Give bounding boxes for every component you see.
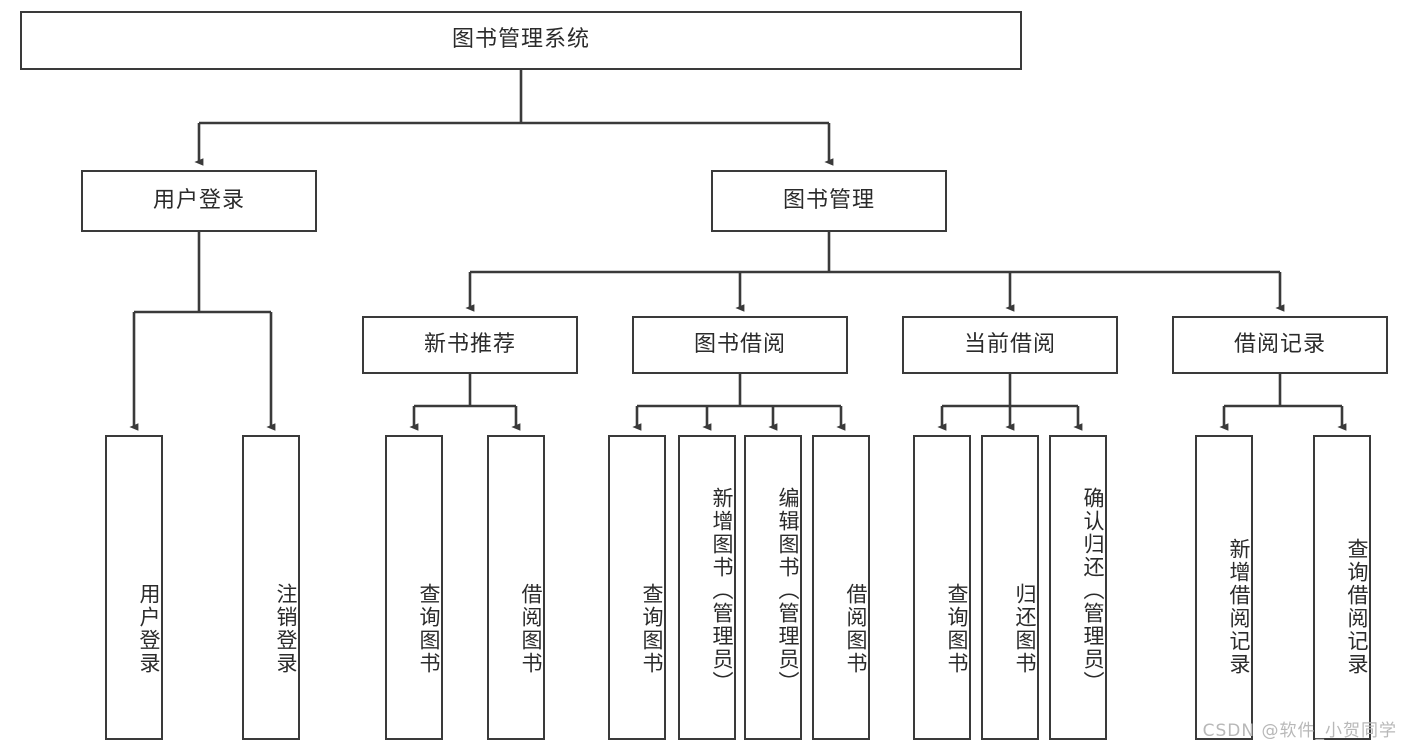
leaf-add-book-admin-label: 新增图书（管理员） [710,487,734,694]
leaf-edit-book-admin-label: 编辑图书（管理员） [776,487,800,694]
leaf-borrow-books-recommend-label: 借阅图书 [519,582,543,675]
leaf-borrow-books-label: 借阅图书 [844,582,868,675]
leaf-query-books-current[interactable]: 查询图书 [913,435,971,740]
leaf-user-login[interactable]: 用户登录 [105,435,163,740]
leaf-add-book-admin[interactable]: 新增图书（管理员） [678,435,736,740]
node-new-book-recommend[interactable]: 新书推荐 [362,316,578,374]
leaf-add-borrow-record-label: 新增借阅记录 [1227,537,1251,676]
leaf-return-books[interactable]: 归还图书 [981,435,1039,740]
leaf-logout[interactable]: 注销登录 [242,435,300,740]
leaf-edit-book-admin[interactable]: 编辑图书（管理员） [744,435,802,740]
leaf-confirm-return-admin-label: 确认归还（管理员） [1081,487,1105,694]
leaf-confirm-return-admin[interactable]: 确认归还（管理员） [1049,435,1107,740]
node-current-borrow-label: 当前借阅 [963,331,1056,357]
node-new-book-recommend-label: 新书推荐 [423,331,516,357]
node-book-borrow[interactable]: 图书借阅 [632,316,848,374]
leaf-query-borrow-record[interactable]: 查询借阅记录 [1313,435,1371,740]
leaf-logout-label: 注销登录 [274,582,298,675]
node-borrow-records-label: 借阅记录 [1233,331,1326,357]
node-book-management-label: 图书管理 [782,187,875,213]
leaf-add-borrow-record[interactable]: 新增借阅记录 [1195,435,1253,740]
leaf-query-borrow-record-label: 查询借阅记录 [1345,537,1369,676]
node-borrow-records[interactable]: 借阅记录 [1172,316,1388,374]
leaf-query-books-recommend[interactable]: 查询图书 [385,435,443,740]
leaf-user-login-label: 用户登录 [137,582,161,675]
leaf-borrow-books[interactable]: 借阅图书 [812,435,870,740]
watermark: CSDN @软件_小贺同学 [1202,721,1397,741]
node-book-borrow-label: 图书借阅 [693,331,786,357]
node-book-management[interactable]: 图书管理 [711,170,947,232]
leaf-return-books-label: 归还图书 [1013,582,1037,675]
node-user-login-label: 用户登录 [152,187,245,213]
node-root-label: 图书管理系统 [451,27,590,53]
leaf-borrow-books-recommend[interactable]: 借阅图书 [487,435,545,740]
node-current-borrow[interactable]: 当前借阅 [902,316,1118,374]
leaf-query-books-borrow-label: 查询图书 [640,582,664,675]
leaf-query-books-recommend-label: 查询图书 [417,582,441,675]
node-user-login[interactable]: 用户登录 [81,170,317,232]
leaf-query-books-borrow[interactable]: 查询图书 [608,435,666,740]
node-root[interactable]: 图书管理系统 [20,11,1022,70]
leaf-query-books-current-label: 查询图书 [945,582,969,675]
